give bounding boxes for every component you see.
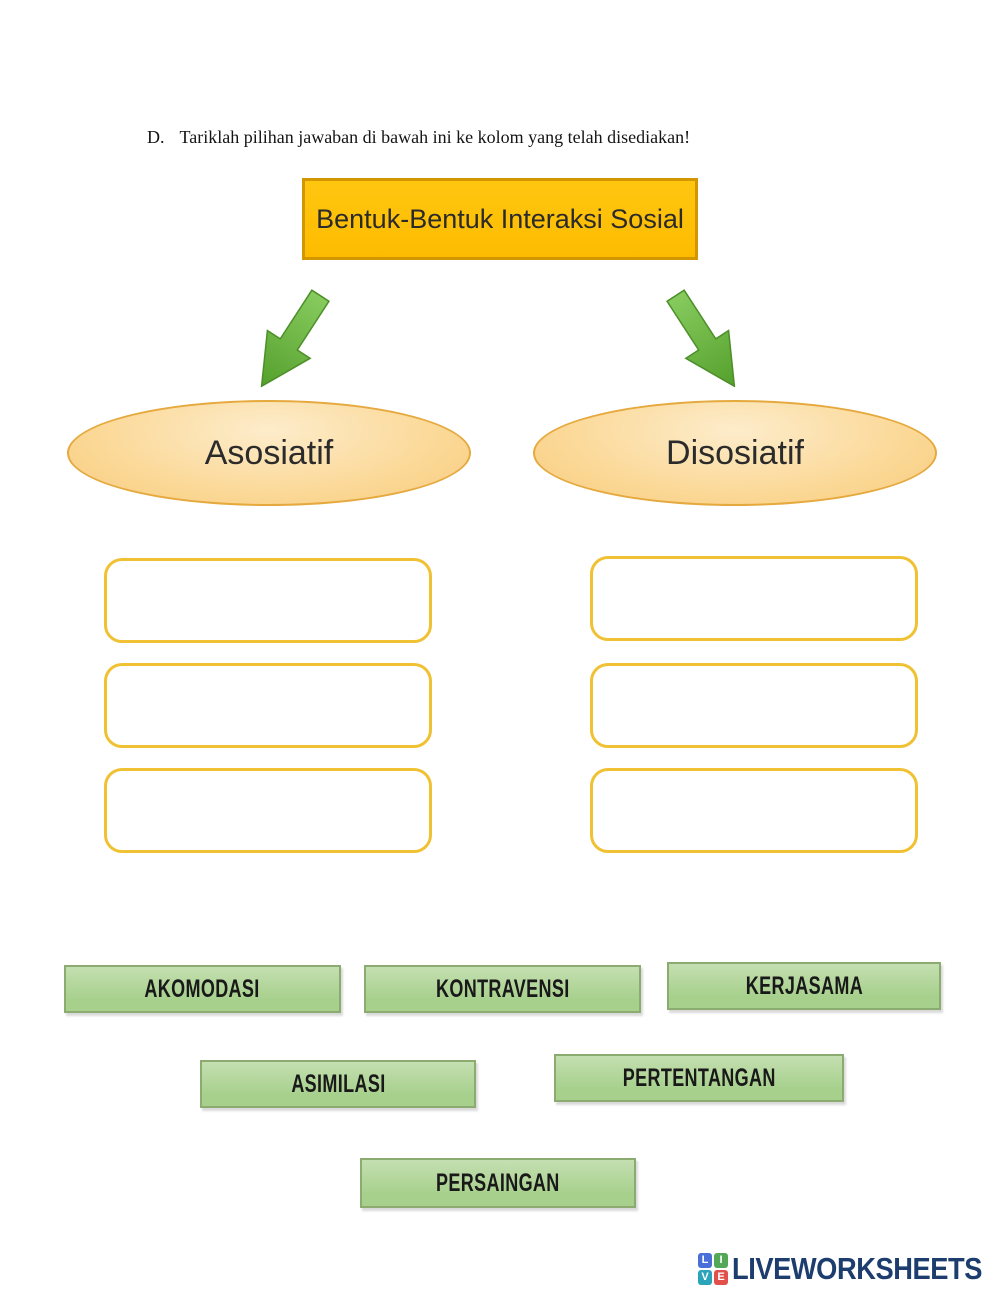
logo-tile-v: V: [698, 1270, 712, 1285]
disosiatif-drop-slot-3[interactable]: [590, 768, 918, 853]
liveworksheets-logo-icon: L I V E: [698, 1253, 728, 1285]
arrow-down-left-icon: [260, 289, 330, 388]
liveworksheets-wordmark: LIVEWORKSHEETS: [732, 1251, 983, 1286]
logo-tile-l: L: [698, 1253, 712, 1268]
option-kerjasama[interactable]: KERJASAMA: [667, 962, 941, 1010]
instruction-body: Tariklah pilihan jawaban di bawah ini ke…: [179, 127, 691, 147]
option-akomodasi-label: AKOMODASI: [144, 974, 261, 1003]
liveworksheets-logo[interactable]: L I V E LIVEWORKSHEETS: [698, 1251, 1000, 1287]
disosiatif-drop-slot-1[interactable]: [590, 556, 918, 641]
category-disosiatif-label: Disosiatif: [666, 433, 804, 472]
option-kerjasama-label: KERJASAMA: [745, 971, 863, 1000]
question-number: D.: [147, 127, 165, 147]
asosiatif-drop-slot-1[interactable]: [104, 558, 432, 643]
option-asimilasi-label: ASIMILASI: [290, 1069, 386, 1098]
category-asosiatif: Asosiatif: [67, 400, 471, 506]
logo-tile-e: E: [714, 1270, 728, 1285]
option-asimilasi[interactable]: ASIMILASI: [200, 1060, 476, 1108]
asosiatif-drop-slot-3[interactable]: [104, 768, 432, 853]
instruction-text: D. Tariklah pilihan jawaban di bawah ini…: [147, 127, 690, 148]
option-kontravensi-label: KONTRAVENSI: [435, 974, 570, 1003]
option-kontravensi[interactable]: KONTRAVENSI: [364, 965, 641, 1013]
category-disosiatif: Disosiatif: [533, 400, 937, 506]
diagram-title: Bentuk-Bentuk Interaksi Sosial: [316, 203, 684, 234]
logo-tile-i: I: [714, 1253, 728, 1268]
option-akomodasi[interactable]: AKOMODASI: [64, 965, 341, 1013]
option-persaingan-label: PERSAINGAN: [436, 1168, 560, 1197]
category-asosiatif-label: Asosiatif: [204, 433, 334, 472]
option-pertentangan[interactable]: PERTENTANGAN: [554, 1054, 844, 1102]
option-pertentangan-label: PERTENTANGAN: [622, 1063, 776, 1092]
option-persaingan[interactable]: PERSAINGAN: [360, 1158, 636, 1208]
disosiatif-drop-slot-2[interactable]: [590, 663, 918, 748]
arrow-down-right-icon: [666, 289, 736, 388]
diagram-title-box: Bentuk-Bentuk Interaksi Sosial: [302, 178, 698, 260]
asosiatif-drop-slot-2[interactable]: [104, 663, 432, 748]
